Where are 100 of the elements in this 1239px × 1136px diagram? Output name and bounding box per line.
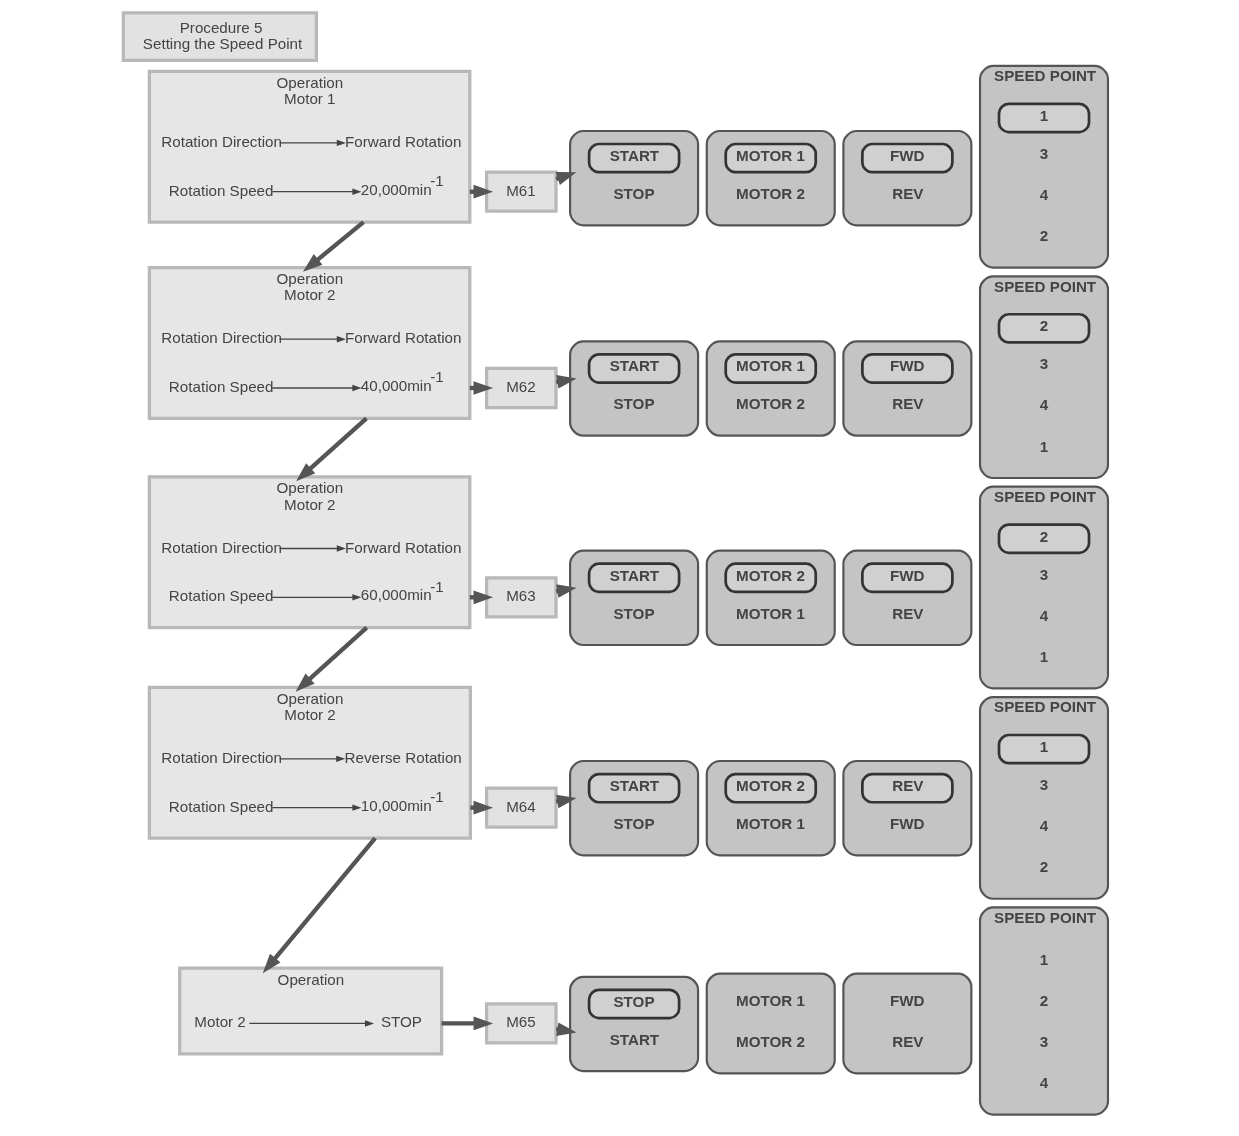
node-text: STOP [612, 604, 655, 622]
node-text: 4 [1039, 817, 1048, 835]
arrow [248, 1020, 374, 1027]
arrow [271, 594, 361, 601]
cluster [705, 549, 836, 647]
cluster [997, 102, 1090, 134]
node-text: START [609, 1030, 659, 1048]
node-text: 1 [1039, 738, 1048, 756]
node-text: START [609, 566, 659, 584]
node-text: 3 [1039, 1032, 1048, 1050]
arrow [271, 384, 361, 392]
node-text: Rotation Direction [160, 132, 282, 150]
node-text: STOP [612, 815, 655, 833]
cluster [841, 549, 972, 647]
node-text: MOTOR 1 [735, 147, 805, 165]
cluster [568, 759, 699, 857]
node-text: Rotation Direction [160, 329, 282, 347]
node-text: Rotation Speed [168, 181, 273, 199]
cluster [841, 972, 972, 1075]
node-text: STOP [380, 1013, 422, 1031]
arrow [278, 755, 345, 763]
cluster [860, 562, 954, 594]
node-text: 1 [1039, 437, 1048, 455]
cluster [587, 353, 680, 384]
cluster [723, 562, 817, 594]
node-text: 2 [1039, 858, 1048, 876]
node-text: Rotation Direction [160, 538, 282, 556]
node-text: 3 [1039, 565, 1048, 583]
cluster [860, 353, 954, 384]
cluster [587, 562, 680, 594]
node-text: MOTOR 2 [735, 1032, 805, 1050]
node-text: START [609, 147, 659, 165]
cluster [841, 340, 972, 437]
node-text: FWD [889, 815, 925, 833]
node-text: Rotation Speed [168, 587, 273, 605]
node-text: REV [891, 604, 923, 622]
node-text: STOP [612, 395, 655, 413]
node-text: Rotation Direction [160, 748, 282, 766]
node-text: MOTOR 2 [735, 777, 805, 795]
node-text: 1 [1039, 950, 1048, 968]
arrow [271, 804, 361, 811]
arrow [278, 139, 346, 147]
node-text: Rotation Speed [168, 378, 273, 395]
node-text: MOTOR 1 [735, 991, 805, 1009]
arrow [441, 1016, 493, 1031]
node-text: 1 [1039, 106, 1048, 124]
node-text: Forward Rotation [344, 538, 461, 556]
node-text: MOTOR 2 [735, 395, 805, 413]
cluster [705, 340, 836, 437]
node-text: 2 [1039, 227, 1048, 245]
node-text: STOP [612, 184, 655, 202]
cluster [705, 972, 836, 1075]
cluster [997, 312, 1090, 344]
node-text: Forward Rotation [344, 329, 461, 347]
node-text: MOTOR 1 [735, 815, 805, 833]
cluster [587, 988, 680, 1020]
arrow [271, 188, 361, 195]
node-text: REV [891, 1032, 923, 1050]
node-text: Reverse Rotation [344, 748, 462, 766]
cluster [568, 975, 699, 1073]
node-text: START [609, 357, 659, 375]
node-text: 3 [1039, 144, 1048, 162]
node-text: 2 [1039, 527, 1048, 545]
cluster [568, 340, 699, 437]
node-text: Forward Rotation [344, 132, 461, 150]
arrow [278, 545, 346, 552]
cluster [723, 353, 817, 384]
cluster [841, 759, 972, 857]
cluster [860, 142, 954, 174]
node-text: FWD [889, 991, 925, 1009]
node-box: Procedure 5 Setting the Speed Point [121, 11, 318, 63]
node-text: REV [891, 777, 923, 795]
cluster [860, 772, 954, 804]
arrow [278, 336, 346, 343]
node-text: FWD [889, 357, 925, 375]
node-text: 3 [1039, 355, 1048, 373]
node-text: 4 [1039, 1074, 1048, 1092]
arrow [302, 220, 365, 272]
cluster [587, 772, 680, 804]
arrow [295, 626, 368, 692]
node-text: 4 [1039, 186, 1048, 204]
node-text: FWD [889, 147, 925, 165]
cluster [568, 129, 699, 227]
node-text: 2 [1039, 317, 1048, 335]
node-text: FWD [889, 566, 925, 584]
node-text: MOTOR 1 [735, 357, 805, 375]
cluster [723, 142, 817, 174]
arrow [262, 836, 377, 974]
node-text: MOTOR 2 [735, 566, 805, 584]
arrow [295, 416, 368, 482]
node-text: 3 [1039, 775, 1048, 793]
node-text: STOP [612, 992, 655, 1010]
cluster [705, 129, 836, 227]
node-text: 1 [1039, 648, 1048, 666]
node-text: Rotation Speed [168, 797, 273, 815]
node-text: START [609, 777, 659, 795]
node-text: Motor 2 [193, 1013, 246, 1031]
node-text: 4 [1039, 396, 1048, 414]
cluster [587, 142, 680, 174]
node-text: 4 [1039, 606, 1048, 624]
